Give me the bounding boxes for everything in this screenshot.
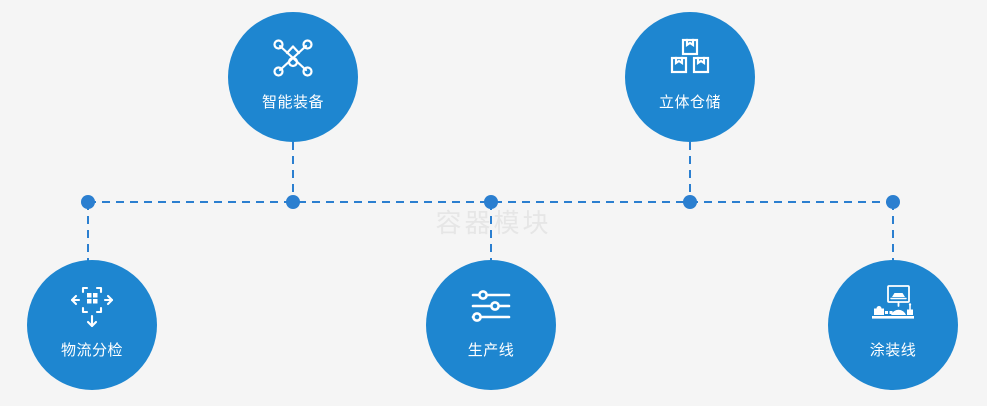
network-nodes-icon [269,34,317,82]
node-intelligent-equipment[interactable]: 智能装备 [228,12,358,142]
sorting-arrows-icon [68,282,116,330]
stacked-boxes-icon [666,34,714,82]
junction-dot [886,195,900,209]
node-label: 生产线 [467,342,515,359]
junction-dot [484,195,498,209]
node-label: 涂装线 [869,342,917,359]
junction-dot [286,195,300,209]
node-stereoscopic-warehouse[interactable]: 立体仓储 [625,12,755,142]
node-production-line[interactable]: 生产线 [426,260,556,390]
junction-dot [683,195,697,209]
junction-dot [81,195,95,209]
node-coating-line[interactable]: 涂装线 [828,260,958,390]
sliders-icon [467,282,515,330]
node-logistics-sorting[interactable]: 物流分检 [27,260,157,390]
node-label: 物流分检 [60,342,123,359]
node-label: 智能装备 [261,94,324,111]
node-label: 立体仓储 [658,94,721,111]
paint-booth-icon [869,282,917,330]
